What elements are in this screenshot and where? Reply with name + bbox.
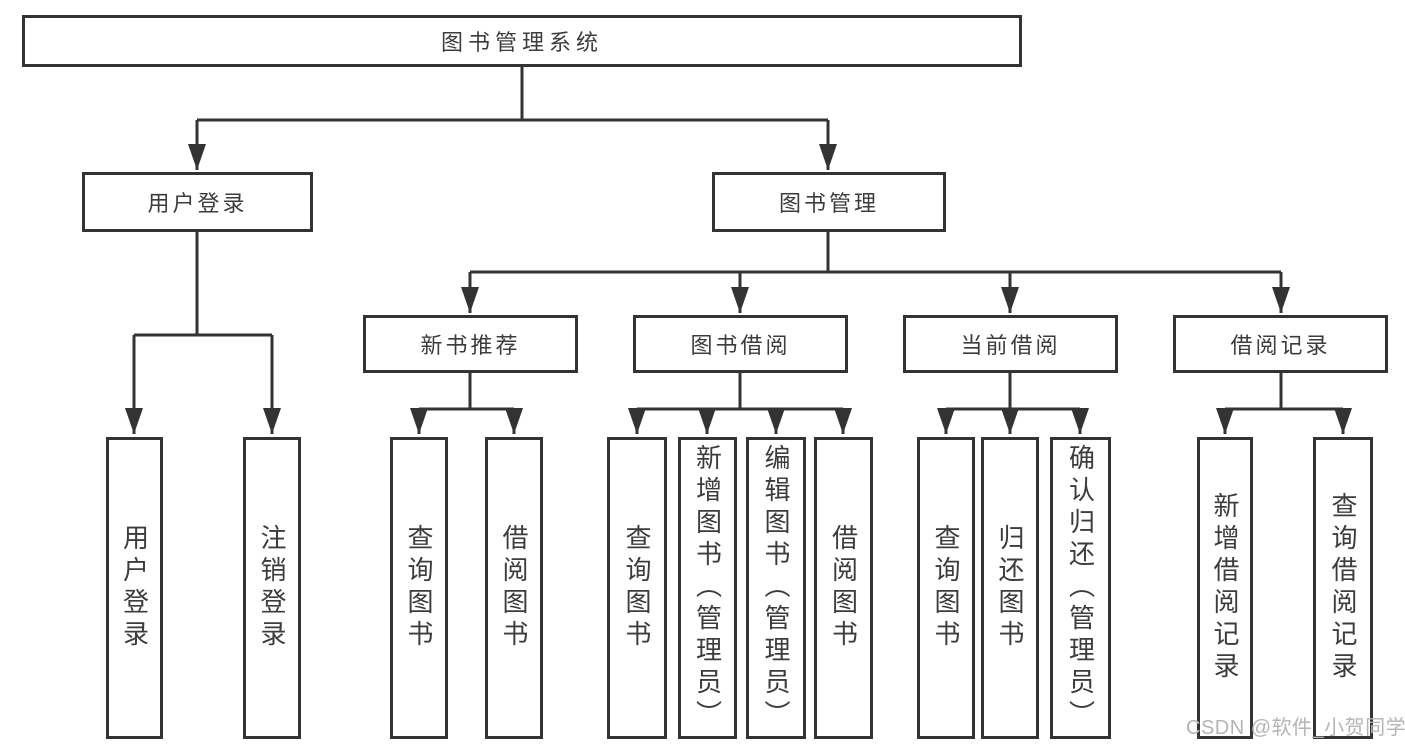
- leaf-add-borrow-record: 新增借阅记录: [1197, 437, 1253, 739]
- edges-book-management: [461, 232, 1290, 313]
- leaf-confirm-return-admin: 确认归还（管理员）: [1050, 437, 1111, 739]
- edges-user-login: [125, 232, 281, 434]
- leaf-query-books-2: 查询图书: [607, 437, 667, 739]
- edges-borrow-records: [1216, 373, 1352, 434]
- node-root: 图书管理系统: [22, 15, 1022, 67]
- node-current-borrow: 当前借阅: [903, 315, 1118, 373]
- leaf-borrow-books-1: 借阅图书: [485, 437, 543, 739]
- csdn-watermark: CSDN @软件_小贺同学: [1186, 717, 1405, 739]
- leaf-edit-books-admin: 编辑图书（管理员）: [746, 437, 806, 739]
- node-book-borrow: 图书借阅: [633, 315, 848, 373]
- leaf-borrow-books-2: 借阅图书: [814, 437, 873, 739]
- leaf-user-login: 用户登录: [106, 437, 163, 739]
- edges-book-borrow: [628, 373, 852, 434]
- leaf-query-borrow-record: 查询借阅记录: [1313, 437, 1373, 739]
- leaf-query-books-1: 查询图书: [390, 437, 448, 739]
- node-user-login: 用户登录: [82, 172, 313, 232]
- node-borrow-records: 借阅记录: [1173, 315, 1388, 373]
- edges-root: [188, 67, 837, 170]
- node-book-management: 图书管理: [712, 172, 946, 232]
- leaf-return-books: 归还图书: [981, 437, 1039, 739]
- leaf-query-books-3: 查询图书: [917, 437, 975, 739]
- node-new-book-recommend: 新书推荐: [363, 315, 578, 373]
- leaf-logout: 注销登录: [243, 437, 301, 739]
- edges-current-borrow: [937, 373, 1089, 434]
- leaf-add-books-admin: 新增图书（管理员）: [678, 437, 737, 739]
- edges-new-book: [410, 373, 523, 434]
